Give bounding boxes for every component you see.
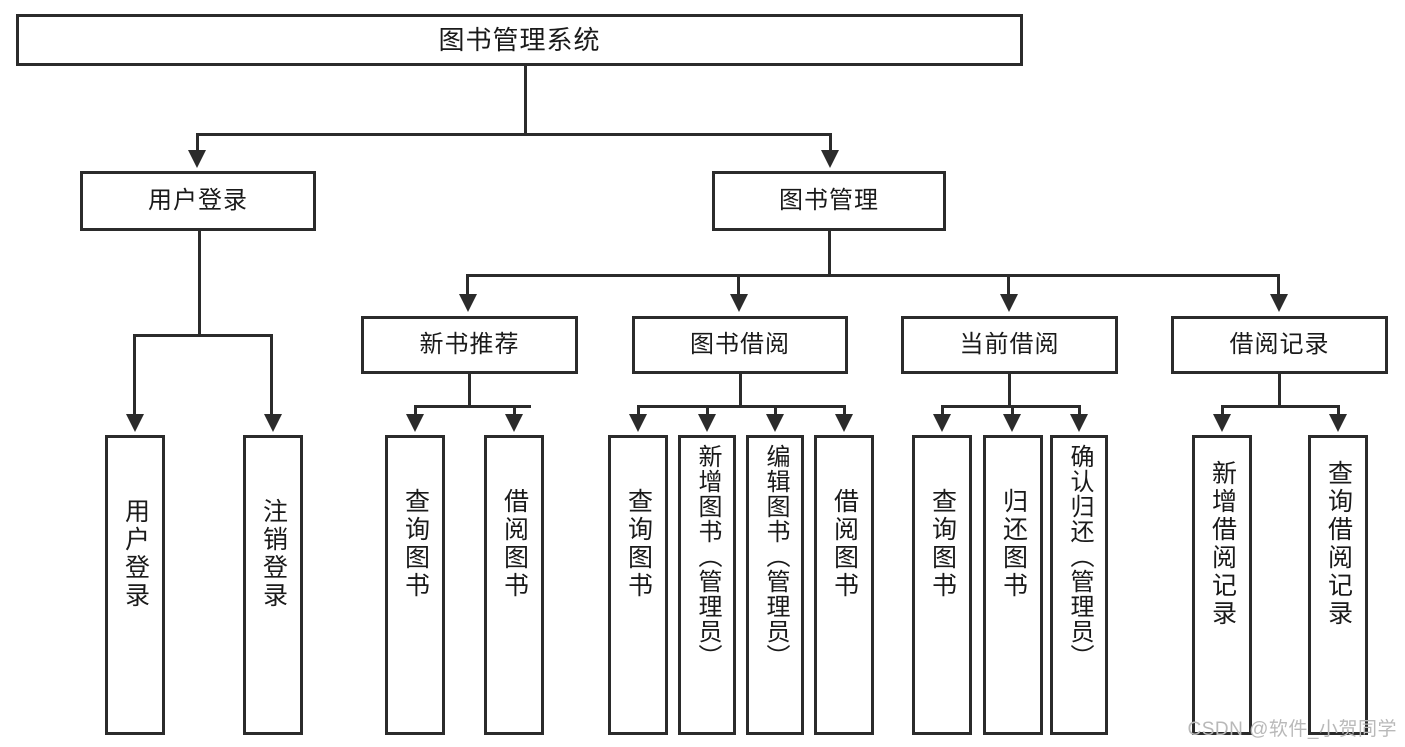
edge-borrow-drop-2 [706,405,709,417]
node-label: 借阅图书 [500,488,529,600]
edge-book-borrow-stem [739,374,742,408]
edge-to-borrow-record [1277,274,1280,296]
edge-to-book-borrow [737,274,740,296]
arrow-down-icon [264,414,282,432]
node-borrowing-record[interactable]: 借阅记录 [1171,316,1388,374]
node-label: 查询图书 [401,488,430,600]
leaf-user-login[interactable]: 用户登录 [105,435,165,735]
node-label: 图书管理 [779,186,879,214]
edge-borrow-drop-1 [637,405,640,417]
edge-user-login-drop-1 [133,334,136,416]
arrow-down-icon [1003,414,1021,432]
leaf-current-return-book[interactable]: 归还图书 [983,435,1043,735]
edge-rec-drop-1 [414,405,417,417]
arrow-down-icon [730,294,748,312]
edge-book-manage-bus [466,274,1280,277]
arrow-down-icon [1329,414,1347,432]
node-label: 用户登录 [148,186,248,214]
leaf-recommend-query-book[interactable]: 查询图书 [385,435,445,735]
arrow-down-icon [698,414,716,432]
edge-root-to-user-login [196,133,199,153]
node-label: 借阅图书 [830,488,859,600]
node-label: 新增图书（管理员） [694,444,721,669]
edge-borrow-drop-3 [774,405,777,417]
leaf-borrow-borrow-book[interactable]: 借阅图书 [814,435,874,735]
edge-book-borrow-bus [637,405,845,408]
node-label: 借阅记录 [1229,330,1330,358]
csdn-watermark: CSDN @软件_小贺同学 [1187,719,1397,740]
node-label: 确认归还（管理员） [1066,444,1093,669]
edge-borrow-drop-4 [843,405,846,417]
edge-user-login-bus [133,334,273,337]
leaf-record-query[interactable]: 查询借阅记录 [1308,435,1368,735]
arrow-down-icon [505,414,523,432]
edge-root-bus [196,133,832,136]
edge-rec-drop-2 [513,405,516,417]
edge-current-borrow-bus [941,405,1078,408]
node-new-book-recommendation[interactable]: 新书推荐 [361,316,578,374]
node-label: 新增借阅记录 [1208,460,1237,628]
arrow-down-icon [766,414,784,432]
edge-to-current-borrow [1007,274,1010,296]
node-user-login[interactable]: 用户登录 [80,171,316,231]
arrow-down-icon [821,150,839,168]
node-label: 新书推荐 [419,330,520,358]
arrow-down-icon [629,414,647,432]
leaf-borrow-add-book-admin[interactable]: 新增图书（管理员） [678,435,736,735]
arrow-down-icon [933,414,951,432]
edge-current-drop-2 [1011,405,1014,417]
arrow-down-icon [1270,294,1288,312]
arrow-down-icon [835,414,853,432]
edge-current-drop-3 [1078,405,1081,417]
edge-user-login-drop-2 [270,334,273,416]
leaf-borrow-edit-book-admin[interactable]: 编辑图书（管理员） [746,435,804,735]
edge-new-book-rec-bus [414,405,531,408]
edge-root-stem [524,66,527,133]
node-label: 图书管理系统 [438,24,601,55]
node-label: 当前借阅 [959,330,1060,358]
edge-current-drop-1 [941,405,944,417]
leaf-current-confirm-return-admin[interactable]: 确认归还（管理员） [1050,435,1108,735]
edge-record-drop-2 [1337,405,1340,417]
node-current-borrowing[interactable]: 当前借阅 [901,316,1118,374]
leaf-borrow-query-book[interactable]: 查询图书 [608,435,668,735]
arrow-down-icon [459,294,477,312]
edge-record-drop-1 [1221,405,1224,417]
edge-root-to-book-manage [829,133,832,153]
node-book-management[interactable]: 图书管理 [712,171,946,231]
edge-to-new-book-rec [466,274,469,296]
leaf-current-query-book[interactable]: 查询图书 [912,435,972,735]
edge-user-login-stem [198,231,201,337]
node-label: 编辑图书（管理员） [762,444,789,669]
node-label: 归还图书 [999,488,1028,600]
arrow-down-icon [406,414,424,432]
edge-current-borrow-stem [1008,374,1011,408]
edge-borrow-record-stem [1278,374,1281,408]
leaf-recommend-borrow-book[interactable]: 借阅图书 [484,435,544,735]
leaf-user-logout[interactable]: 注销登录 [243,435,303,735]
edge-new-book-rec-stem [468,374,471,408]
node-label: 注销登录 [259,498,288,610]
arrow-down-icon [188,150,206,168]
edge-book-manage-stem [828,231,831,277]
node-label: 查询图书 [624,488,653,600]
node-book-management-system[interactable]: 图书管理系统 [16,14,1023,66]
leaf-record-add[interactable]: 新增借阅记录 [1192,435,1252,735]
node-label: 用户登录 [121,498,150,610]
node-label: 查询借阅记录 [1324,460,1353,628]
arrow-down-icon [1213,414,1231,432]
arrow-down-icon [1000,294,1018,312]
node-label: 图书借阅 [690,330,790,358]
arrow-down-icon [1070,414,1088,432]
arrow-down-icon [126,414,144,432]
edge-borrow-record-bus [1221,405,1338,408]
node-label: 查询图书 [928,488,957,600]
node-book-borrowing[interactable]: 图书借阅 [632,316,848,374]
